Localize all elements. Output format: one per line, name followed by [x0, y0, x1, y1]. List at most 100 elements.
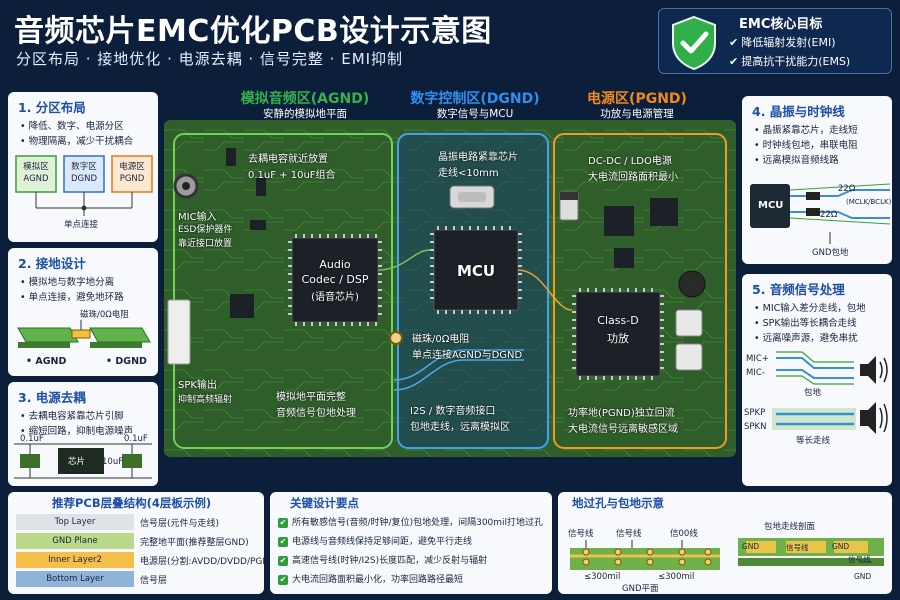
- partition-diagram: [15, 155, 153, 216]
- audio-trace-diagram: [772, 351, 888, 434]
- panel-bullet: 去耦电容紧靠芯片引脚: [20, 408, 124, 422]
- vias-title: 地过孔与包地示意: [572, 496, 664, 510]
- block-net: PGND: [119, 174, 145, 184]
- gnd-plane-label: GND平面: [622, 584, 659, 594]
- resistor-label: 22Ω: [820, 210, 838, 220]
- resistor-label: 22Ω: [838, 184, 856, 194]
- block-name: 电源区: [119, 162, 145, 172]
- classd-chip: [572, 288, 664, 380]
- panel-bullet: 物理隔离，减少干扰耦合: [20, 133, 134, 147]
- panel-bullet: SPK输出等长耦合走线: [754, 315, 857, 329]
- layer-desc: 电源层(分割:AVDD/DVDD/PGND): [140, 557, 264, 567]
- codec-label: Codec / DSP: [301, 273, 369, 286]
- pgnd-label: 功率地(PGND)独立回流: [568, 408, 675, 419]
- panel-clock: 4. 晶振与时钟线 晶振紧靠芯片，走线短 时钟线包地，串联电阻 远离模拟音频线路…: [742, 96, 892, 264]
- shield-check-icon: [672, 15, 716, 71]
- checkbox-icon: ✔: [278, 537, 288, 547]
- panel-bullet: MIC输入差分走线，包地: [754, 300, 866, 314]
- block-name: 数字区: [71, 162, 97, 172]
- checkbox-icon: ✔: [278, 518, 288, 528]
- bead-label: 磁珠/0Ω电阻: [80, 310, 129, 320]
- pcb-board: 去耦电容就近放置 0.1uF + 10uF组合 MIC输入 ESD保护器件 靠近…: [164, 120, 736, 457]
- emc-goals-title: EMC核心目标: [739, 17, 823, 32]
- equal-length-label: 等长走线: [796, 436, 831, 446]
- block-net: AGND: [23, 174, 49, 184]
- decap-value-label: 0.1uF + 10uF组合: [248, 170, 336, 181]
- bead-label: 磁珠/0Ω电阻: [412, 334, 470, 345]
- panel-stackup: 推荐PCB层叠结构(4层板示例) Top Layer 信号层(元件与走线) GN…: [8, 492, 264, 594]
- panel-title: 5. 音频信号处理: [752, 282, 845, 297]
- i2s-sub-label: 包地走线，远离模拟区: [410, 422, 510, 433]
- agnd-label: AGND: [26, 356, 66, 367]
- zone-title-digital: 数字控制区(DGND): [410, 91, 540, 107]
- panel-decoupling: 3. 电源去耦 去耦电容紧靠芯片引脚 缩短回路，抑制电源噪声 芯片 0.1uF …: [8, 382, 158, 486]
- keypoint-item: ✔所有敏感信号(音频/时钟/复位)包地处理，间隔300mil打地过孔: [278, 518, 544, 528]
- speaker-icon: [860, 402, 888, 434]
- ground-split-diagram: [17, 320, 151, 348]
- layer-top: Top Layer: [16, 514, 134, 530]
- panel-vias: 地过孔与包地示意 信号线 信号线 信00线 ≤300mil ≤300mil GN…: [558, 492, 892, 594]
- decoupling-diagram: [14, 443, 152, 479]
- dcdc-sub-label: 大电流回路面积最小: [588, 172, 678, 183]
- panel-title: 1. 分区布局: [18, 100, 86, 115]
- keypoint-item: ✔高速信号线(时钟/I2S)长度匹配，减少反射与辐射: [278, 556, 488, 566]
- dcdc-label: DC-DC / LDO电源: [588, 156, 672, 167]
- signal-line-label: 信00线: [670, 529, 698, 539]
- section-title: 包地走线剖面: [764, 522, 816, 532]
- panel-audio-signal: 5. 音频信号处理 MIC输入差分走线，包地 SPK输出等长耦合走线 远离噪声源…: [742, 274, 892, 486]
- i2s-label: I2S / 数字音频接口: [410, 406, 496, 417]
- layer-desc: 信号层: [140, 576, 168, 586]
- panel-title: 3. 电源去耦: [18, 390, 86, 405]
- cap-label: 0.1uF: [20, 434, 44, 444]
- section-gnd-label: GND: [742, 542, 760, 551]
- crystal-label: 晶振电路紧靠芯片: [438, 152, 518, 163]
- zone-sub-power: 功放与电源管理: [600, 108, 674, 120]
- signal-line-label: 信号线: [568, 529, 594, 539]
- panel-partition: 1. 分区布局 降低、数字、电源分区 物理隔离，减少干扰耦合 模拟区 AGND …: [8, 92, 158, 242]
- emc-goal-item: ✔提高抗干扰能力(EMS): [729, 55, 851, 68]
- check-icon: ✔: [729, 36, 739, 49]
- spk-sub-label: 抑制高频辐射: [178, 395, 233, 405]
- classd-label: 功放: [607, 332, 629, 345]
- clock-trace-diagram: [750, 183, 891, 244]
- mic-plus-label: MIC+: [746, 354, 769, 364]
- mic-port-label: 靠近接口放置: [178, 239, 233, 249]
- panel-bullet: 远离噪声源，避免串扰: [754, 330, 858, 344]
- section-side-label: 信号线: [848, 555, 871, 564]
- agnd-plane-sub-label: 音频信号包地处理: [276, 408, 356, 419]
- gnd-guard-label: GND包地: [812, 248, 849, 258]
- mic-minus-label: MIC-: [746, 368, 765, 378]
- zone-sub-analog: 安静的模拟地平面: [263, 108, 347, 120]
- distance-label: ≤300mil: [658, 572, 695, 582]
- codec-label: (语音芯片): [311, 292, 359, 303]
- stackup-title: 推荐PCB层叠结构(4层板示例): [52, 496, 212, 510]
- panel-bullet: 单点连接，避免地环路: [20, 289, 124, 303]
- cap-label: 0.1uF: [124, 434, 148, 444]
- emc-goal-item: ✔降低辐射发射(EMI): [729, 36, 836, 49]
- section-gnd-label: GND: [832, 542, 850, 551]
- join-label: 单点连接: [64, 220, 99, 230]
- keypoints-title: 关键设计要点: [290, 496, 359, 510]
- agnd-plane-label: 模拟地平面完整: [276, 392, 346, 403]
- decap-label: 去耦电容就近放置: [248, 154, 328, 165]
- spk-connector: [167, 299, 191, 365]
- panel-bullet: 缩短回路，抑制电源噪声: [20, 423, 134, 437]
- panel-bullet: 降低、数字、电源分区: [20, 118, 124, 132]
- distance-label: ≤300mil: [584, 572, 621, 582]
- chip-label: 芯片: [68, 457, 86, 467]
- block-name: 模拟区: [23, 162, 49, 172]
- signal-label: (MCLK/BCLK): [846, 198, 892, 206]
- spk-n-label: SPKN: [744, 422, 767, 432]
- crystal-sub-label: 走线<10mm: [438, 168, 499, 179]
- panel-bullet: 模拟地与数字地分离: [20, 274, 115, 288]
- guard-label: 包地: [804, 388, 822, 398]
- layer-desc: 完整地平面(推荐整层GND): [140, 538, 249, 548]
- panel-title: 4. 晶振与时钟线: [752, 104, 845, 119]
- classd-label: Class-D: [597, 314, 639, 327]
- section-bottom-label: GND: [854, 572, 872, 581]
- section-signal-label: 信号线: [786, 543, 809, 552]
- pgnd-sub-label: 大电流信号远离敏感区域: [568, 424, 678, 435]
- layer-bottom: Bottom Layer: [16, 571, 134, 587]
- page-title: 音频芯片EMC优化PCB设计示意图: [14, 14, 492, 49]
- cap-label: 10uF: [102, 457, 124, 467]
